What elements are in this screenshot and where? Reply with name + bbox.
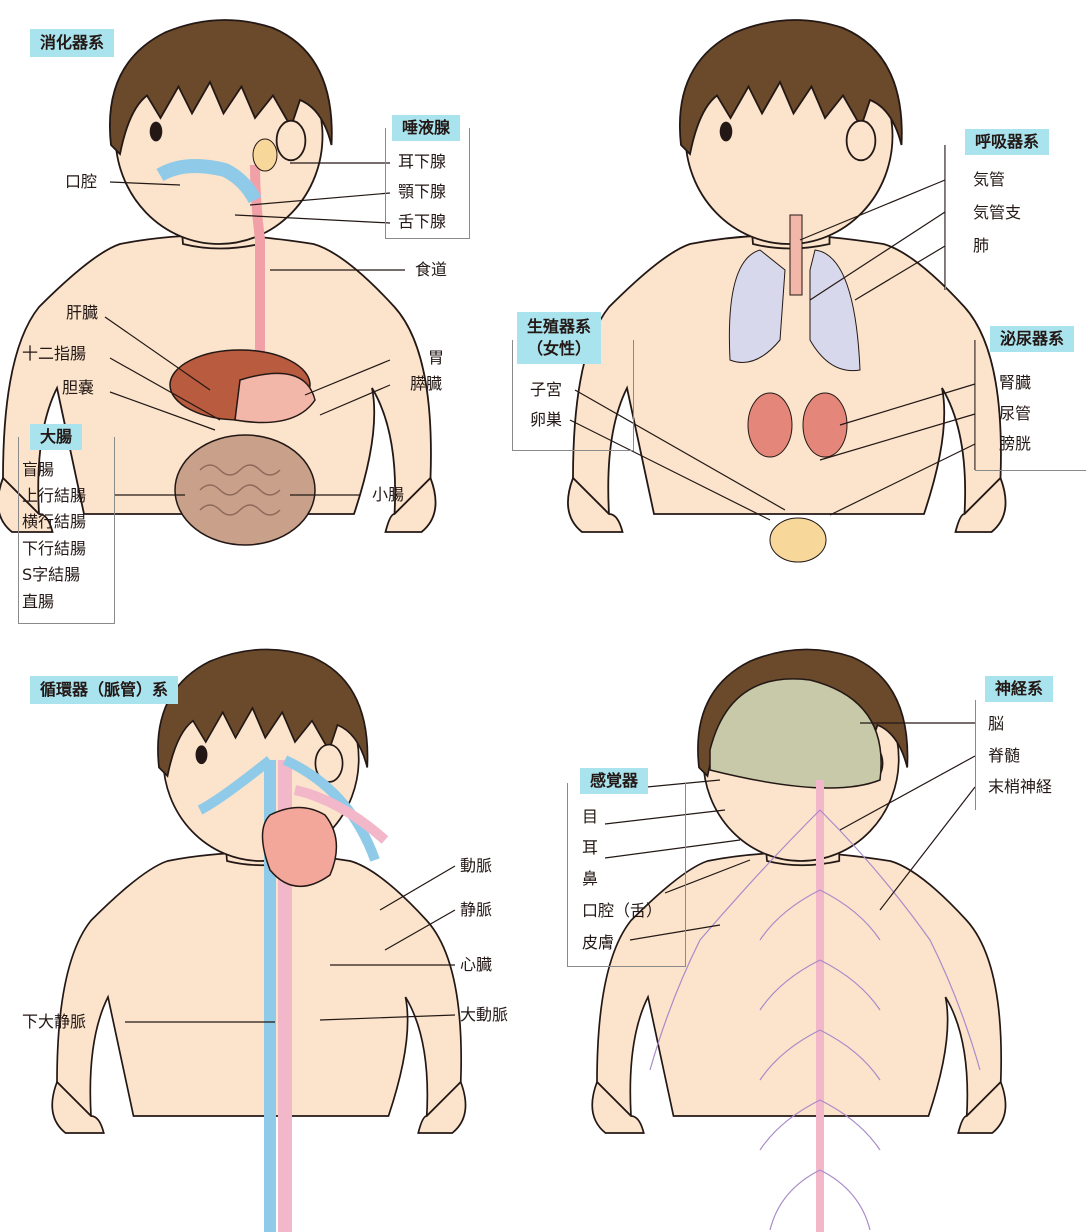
large-intestine-item-2: 上行結腸 <box>22 486 86 506</box>
urinary-item-2: 尿管 <box>999 404 1031 424</box>
salivary-item-1: 耳下腺 <box>398 152 446 172</box>
label-duodenum: 十二指腸 <box>22 344 86 364</box>
reproductive-heading-line1: 生殖器系 <box>527 316 591 338</box>
sensory-item-4: 口腔（舌） <box>582 901 662 921</box>
large-intestine-item-3: 横行結腸 <box>22 512 86 532</box>
urinary-heading: 泌尿器系 <box>990 326 1074 352</box>
salivary-heading: 唾液腺 <box>392 115 460 141</box>
nervous-heading: 神経系 <box>985 676 1053 702</box>
respiratory-figure <box>568 20 1006 562</box>
nervous-item-3: 末梢神経 <box>988 777 1052 797</box>
sensory-item-5: 皮膚 <box>582 933 614 953</box>
sensory-heading: 感覚器 <box>580 768 648 794</box>
label-artery: 動脈 <box>460 856 492 876</box>
label-vein: 静脈 <box>460 900 492 920</box>
salivary-item-2: 顎下腺 <box>398 182 446 202</box>
sensory-item-1: 目 <box>582 807 598 827</box>
label-small-intestine: 小腸 <box>372 485 404 505</box>
respiratory-item-2: 気管支 <box>973 203 1021 223</box>
large-intestine-item-1: 盲腸 <box>22 460 54 480</box>
label-aorta: 大動脈 <box>460 1005 508 1025</box>
large-intestine-item-4: 下行結腸 <box>22 539 86 559</box>
label-esophagus: 食道 <box>415 260 447 280</box>
respiratory-heading: 呼吸器系 <box>965 129 1049 155</box>
large-intestine-heading: 大腸 <box>30 424 82 450</box>
reproductive-item-2: 卵巣 <box>530 410 562 430</box>
sensory-item-2: 耳 <box>582 838 598 858</box>
sensory-item-3: 鼻 <box>582 869 598 889</box>
reproductive-heading: 生殖器系 （女性） <box>517 312 601 364</box>
circulatory-title: 循環器（脈管）系 <box>30 676 178 704</box>
label-stomach: 胃 <box>428 348 444 368</box>
urinary-item-3: 膀胱 <box>999 434 1031 454</box>
large-intestine-item-6: 直腸 <box>22 592 54 612</box>
salivary-item-3: 舌下腺 <box>398 212 446 232</box>
label-heart: 心臓 <box>460 955 492 975</box>
label-gallbladder: 胆嚢 <box>62 378 94 398</box>
respiratory-item-3: 肺 <box>973 236 989 256</box>
large-intestine-item-5: S字結腸 <box>22 565 80 585</box>
circulatory-figure <box>52 649 465 1232</box>
label-liver: 肝臓 <box>66 303 98 323</box>
nervous-item-2: 脊髄 <box>988 746 1020 766</box>
label-pancreas: 膵臓 <box>410 374 442 394</box>
respiratory-item-1: 気管 <box>973 170 1005 190</box>
label-ivc: 下大静脈 <box>22 1012 86 1032</box>
label-mouth: 口腔 <box>65 172 97 192</box>
reproductive-heading-line2: （女性） <box>527 338 591 360</box>
digestive-title: 消化器系 <box>30 29 114 57</box>
nervous-item-1: 脳 <box>988 714 1004 734</box>
reproductive-item-1: 子宮 <box>530 380 562 400</box>
urinary-item-1: 腎臓 <box>999 373 1031 393</box>
